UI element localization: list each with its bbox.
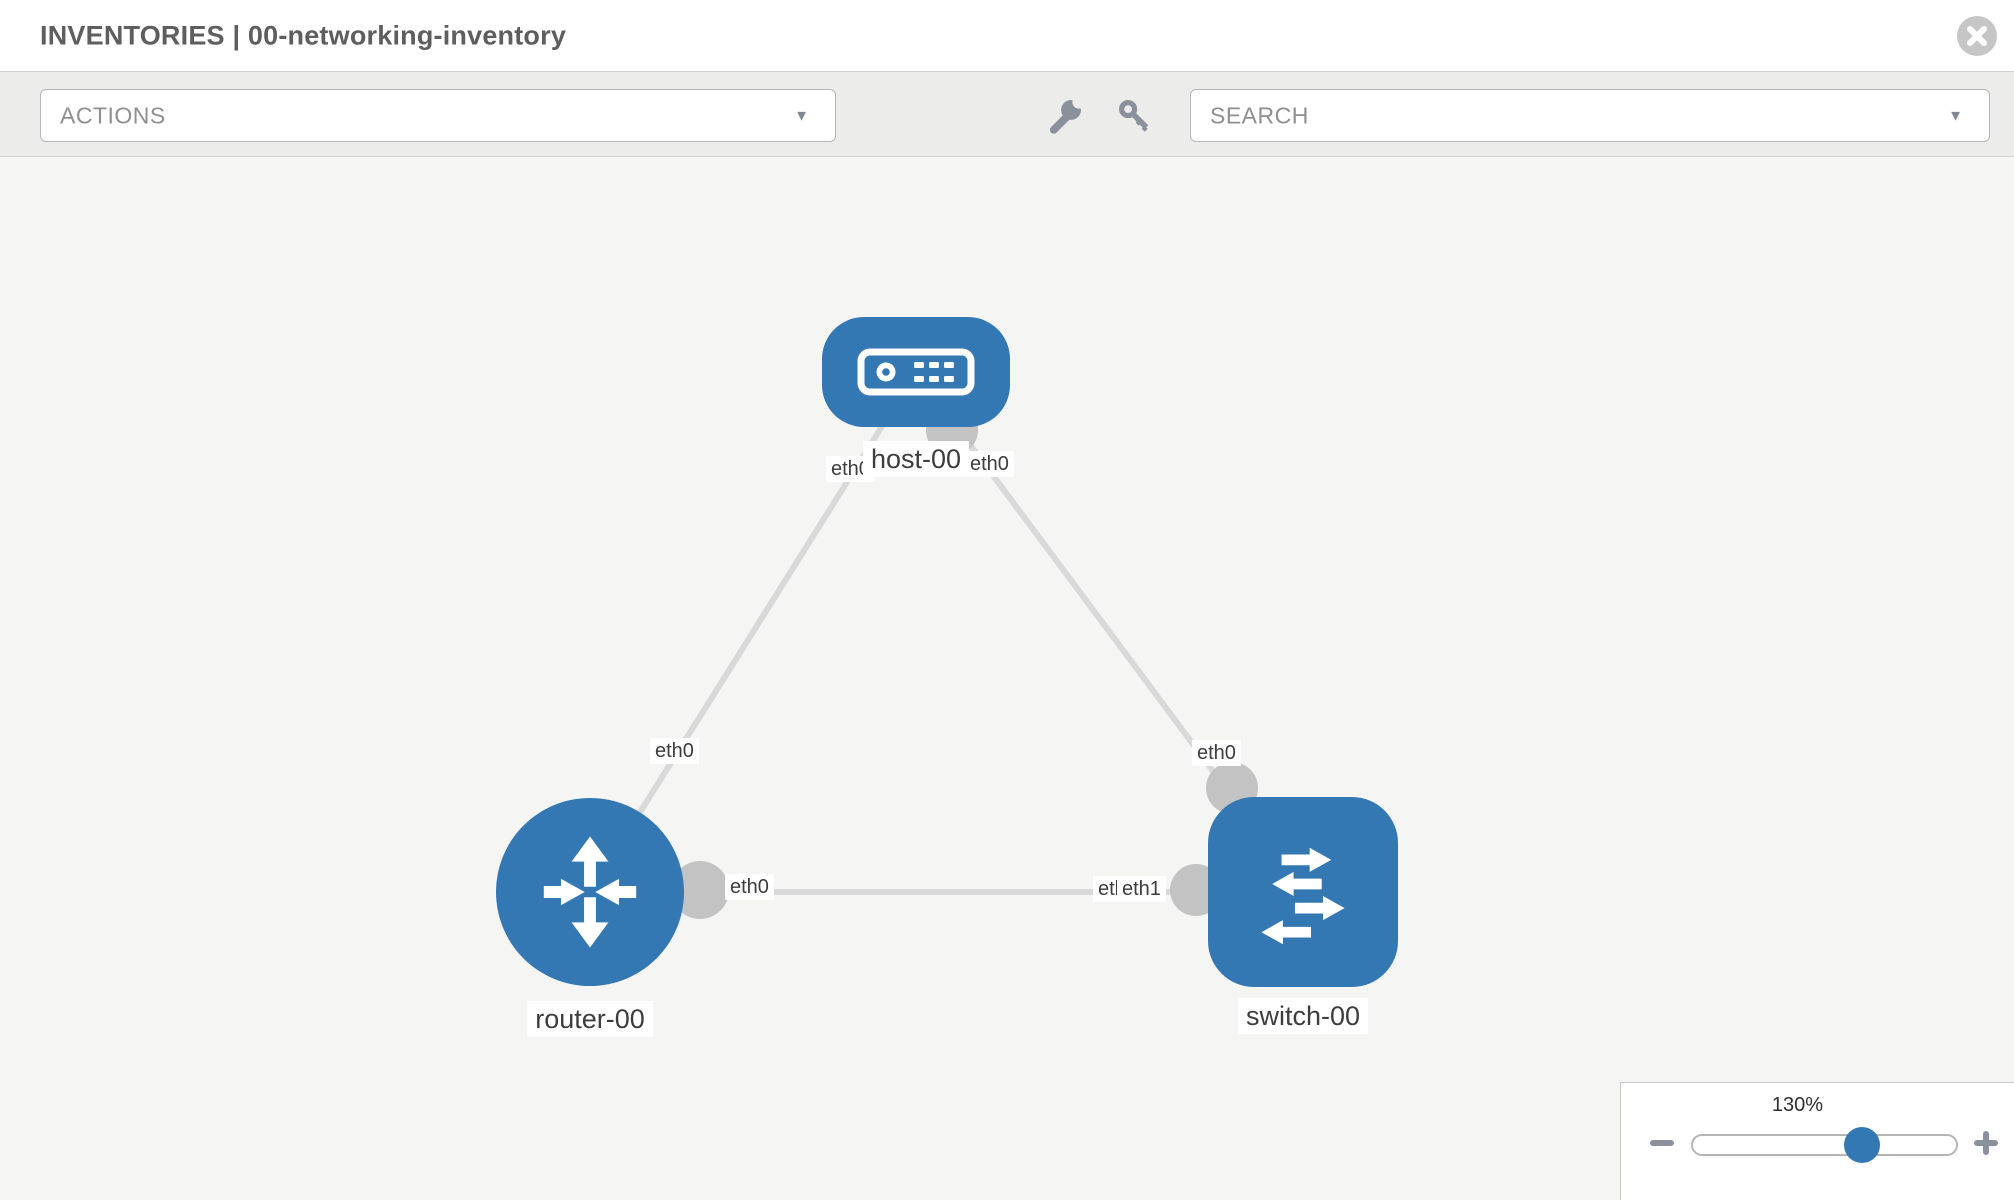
if-label-switch-eth1: eth1 xyxy=(1117,876,1166,903)
node-switch-00[interactable] xyxy=(1208,797,1398,987)
if-label-host-eth0-right: eth0 xyxy=(965,451,1014,478)
router-icon xyxy=(543,836,637,948)
node-host-00[interactable] xyxy=(822,317,1010,427)
search-dropdown[interactable]: SEARCH ▼ xyxy=(1190,89,1990,142)
node-label-router-00: router-00 xyxy=(527,1001,653,1038)
zoom-out-button[interactable] xyxy=(1647,1127,1677,1157)
page-title: INVENTORIES | 00-networking-inventory xyxy=(40,20,567,50)
zoom-slider-thumb[interactable] xyxy=(1844,1127,1881,1163)
minus-icon xyxy=(1650,1140,1674,1146)
port-router-eth0 xyxy=(671,861,729,919)
toolbar: ACTIONS ▼ SEARCH ▼ xyxy=(0,71,2014,157)
chevron-down-icon: ▼ xyxy=(1948,107,1963,124)
if-label-router-eth0-right: eth0 xyxy=(725,874,774,901)
if-label-router-eth0-top: eth0 xyxy=(650,738,699,765)
zoom-slider[interactable] xyxy=(1691,1127,1958,1163)
topology-canvas[interactable]: host-00 router-00 switch-00 eth0 eth0 et… xyxy=(0,157,2014,1200)
switch-icon xyxy=(1261,847,1345,945)
links-layer xyxy=(587,370,1306,919)
actions-dropdown-label: ACTIONS xyxy=(60,102,166,128)
zoom-in-button[interactable] xyxy=(1971,1127,2001,1157)
node-label-switch-00: switch-00 xyxy=(1237,998,1369,1035)
node-label-host-00: host-00 xyxy=(862,441,970,478)
close-icon[interactable] xyxy=(1956,15,1998,57)
if-label-switch-eth0-top: eth0 xyxy=(1192,740,1241,767)
titlebar: INVENTORIES | 00-networking-inventory xyxy=(0,0,2014,71)
chevron-down-icon: ▼ xyxy=(794,107,809,124)
host-icon xyxy=(857,348,975,396)
key-icon[interactable] xyxy=(1116,94,1154,138)
zoom-panel: 130% xyxy=(1620,1082,2014,1200)
actions-dropdown[interactable]: ACTIONS ▼ xyxy=(40,89,836,142)
search-dropdown-label: SEARCH xyxy=(1210,102,1309,128)
zoom-percent: 130% xyxy=(1771,1094,1824,1116)
wrench-icon[interactable] xyxy=(1046,94,1086,138)
node-router-00[interactable] xyxy=(496,798,684,986)
